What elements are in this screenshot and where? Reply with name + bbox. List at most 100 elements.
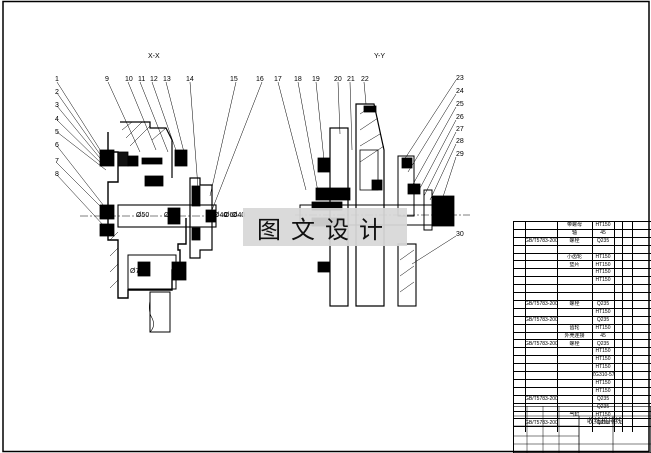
part-number-label: 1	[55, 76, 59, 83]
bom-name-cell	[557, 364, 592, 372]
part-number-label: 19	[312, 76, 320, 83]
bom-material-cell: HT150	[595, 253, 611, 260]
bom-row: GB/T5783-2000螺栓Q235	[514, 238, 651, 246]
bom-standard-cell	[525, 356, 557, 364]
bom-material-cell: HT150	[595, 269, 611, 276]
left-assembly-view	[80, 121, 245, 333]
bom-row: Q235	[514, 404, 651, 412]
bom-row: 轴 45	[514, 230, 651, 238]
bom-material-cell: HT150	[595, 261, 611, 268]
bill-of-materials-table: 带螺母HT150轴45GB/T5783-2000螺栓Q235小齿轮HT150垫片…	[513, 221, 651, 453]
dimension-label-d3: Ø75	[130, 268, 144, 275]
part-number-label: 20	[334, 76, 342, 83]
bom-row: HT150	[514, 380, 651, 388]
bom-standard-cell: GB/T5783-2000	[525, 395, 557, 402]
bom-name-cell	[557, 293, 592, 301]
bom-standard-cell	[525, 246, 557, 254]
bom-standard-cell: GB/T5783-2000	[525, 340, 557, 347]
bom-material-cell: HT150	[595, 380, 611, 386]
bom-standard-cell	[525, 388, 557, 396]
bom-name-cell	[557, 380, 592, 388]
bom-row: HT150	[514, 388, 651, 396]
bom-material-cell: Q235	[596, 419, 610, 426]
bom-material-cell: HT150	[595, 348, 611, 355]
bom-standard-cell	[525, 277, 557, 285]
bom-name-cell	[557, 246, 592, 254]
bom-name-cell	[557, 285, 592, 293]
part-number-label: 28	[456, 138, 464, 145]
bom-material-cell: Q235	[596, 301, 610, 307]
bom-standard-cell	[525, 372, 557, 380]
bom-name-cell: 轴	[571, 229, 577, 236]
bom-material-cell: 45	[600, 229, 606, 236]
bom-row: 齿轮 HT150	[514, 325, 651, 333]
bom-name-cell: 带螺母	[566, 222, 582, 228]
bom-row: 小齿轮 HT150	[514, 254, 651, 262]
right-leader-lines	[277, 79, 457, 265]
bom-standard-cell	[525, 254, 557, 262]
dimension-label-d4: Ø40	[214, 212, 228, 219]
bom-name-cell	[557, 269, 592, 277]
bom-row: HT150	[514, 269, 651, 278]
bom-name-cell: 垫片	[569, 261, 580, 268]
part-number-label: 5	[55, 129, 59, 136]
part-number-label: 27	[456, 126, 464, 133]
bom-standard-cell: GB/T5783-2000	[525, 301, 557, 307]
bom-standard-cell: GB/T5783-2000	[525, 419, 557, 426]
bom-name-cell: 螺栓	[569, 340, 580, 347]
bom-standard-cell	[525, 333, 557, 341]
bom-name-cell: 气缸	[569, 411, 580, 418]
part-number-label: 6	[55, 142, 59, 149]
part-number-label: 12	[150, 76, 158, 83]
bom-standard-cell	[525, 325, 557, 333]
right-section-title: Y-Y	[374, 53, 386, 60]
bom-row: 气缸 HT150	[514, 412, 651, 420]
bom-material-cell: Q235	[596, 403, 610, 410]
part-number-label: 23	[456, 75, 464, 82]
part-number-label: 10	[125, 76, 133, 83]
part-number-label: 30	[456, 231, 464, 238]
bom-row: GB/T5783-2000 Q235	[514, 317, 651, 325]
part-number-label: 15	[230, 76, 238, 83]
part-number-label: 8	[55, 171, 59, 178]
part-number-label: 26	[456, 114, 464, 121]
bom-material-cell: Q235	[596, 316, 610, 323]
bom-row: HT150	[514, 348, 651, 357]
bom-name-cell	[557, 348, 592, 356]
left-section-title: X-X	[148, 53, 160, 60]
bom-material-cell: HT150	[595, 387, 611, 394]
part-number-label: 7	[55, 158, 59, 165]
bom-standard-cell	[525, 285, 557, 293]
bom-standard-cell	[525, 262, 557, 270]
bom-material-cell	[592, 285, 614, 293]
watermark-banner: 图文设计	[243, 208, 407, 246]
part-number-label: 25	[456, 101, 464, 108]
part-number-label: 16	[256, 76, 264, 83]
bom-name-cell: 小齿轮	[566, 253, 582, 260]
bom-material-cell: HT150	[595, 324, 611, 331]
bom-standard-cell: GB/T5783-2000	[525, 316, 557, 323]
bom-material-cell	[592, 246, 614, 254]
part-number-label: 2	[55, 89, 59, 96]
bom-name-cell	[557, 317, 592, 325]
bom-row: HT150	[514, 356, 651, 365]
bom-standard-cell	[525, 380, 557, 388]
bom-row: GB/T5783-2000螺栓Q235	[514, 341, 651, 349]
bom-name-cell: 外壳连接	[564, 332, 585, 339]
dimension-label-d2: Ø75	[164, 212, 178, 219]
bom-name-cell	[557, 372, 592, 380]
bom-material-cell: HT150	[595, 411, 611, 418]
bom-material-cell: Q235	[596, 237, 610, 244]
part-number-label: 11	[138, 76, 146, 83]
bom-row	[514, 285, 651, 294]
part-number-label: 3	[55, 102, 59, 109]
part-number-label: 29	[456, 151, 464, 158]
bom-name-cell: 齿轮	[569, 324, 580, 331]
bom-material-cell: HT150	[595, 356, 611, 363]
part-number-label: 17	[274, 76, 282, 83]
part-number-label: 21	[347, 76, 355, 83]
bom-row: GB/T5783-2000螺栓Q235	[514, 301, 651, 309]
bom-row: HT150	[514, 277, 651, 286]
bom-name-cell	[557, 309, 592, 317]
